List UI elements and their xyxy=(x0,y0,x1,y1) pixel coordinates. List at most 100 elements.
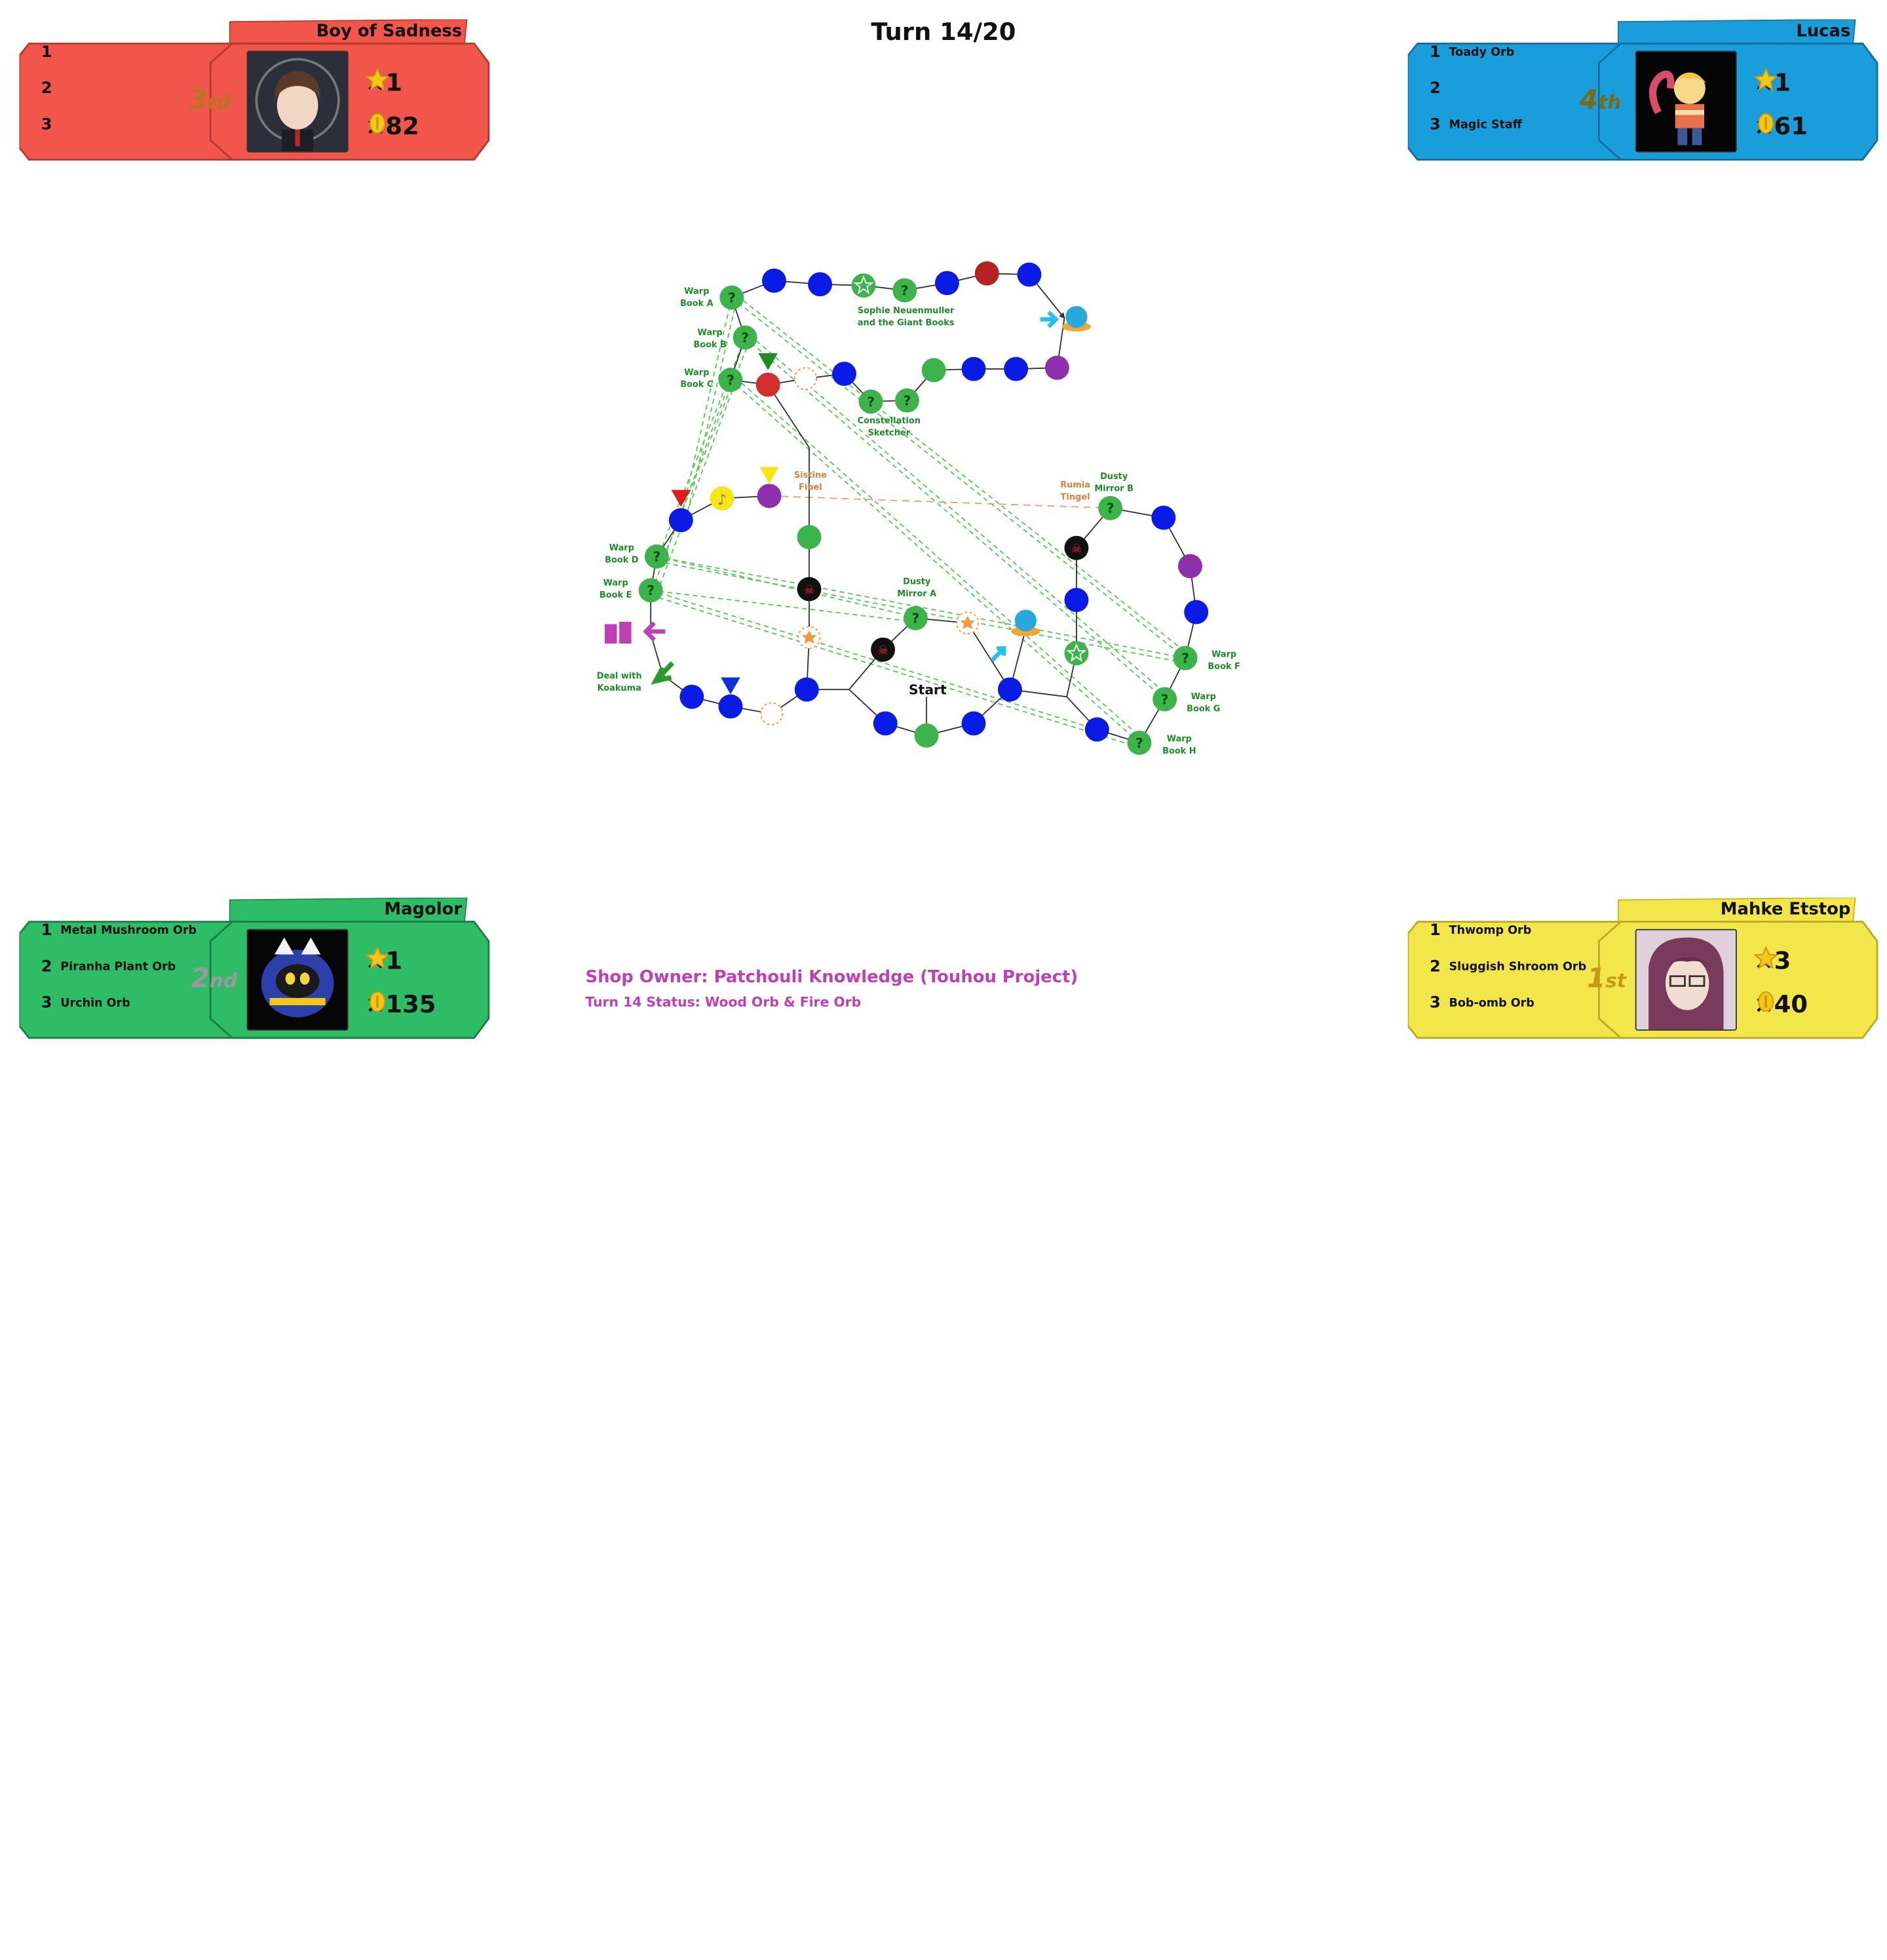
svg-text:?: ? xyxy=(727,372,734,388)
svg-text:Book D: Book D xyxy=(605,555,639,565)
svg-text:Warp: Warp xyxy=(684,368,709,377)
svg-text:?: ? xyxy=(904,393,911,408)
star-spaces xyxy=(851,273,1089,666)
game-board: ??? ??? ??? ??? ? ☠ ☠ ☠ xyxy=(597,261,1240,756)
avatar xyxy=(246,929,349,1031)
player-name: Mahke Etstop xyxy=(1720,900,1851,919)
svg-text:☠: ☠ xyxy=(804,583,815,597)
svg-text:Warp: Warp xyxy=(698,328,723,337)
coin-count: ×61 xyxy=(1753,111,1808,141)
item-list: 1 2 3 xyxy=(41,34,223,143)
start-label: Start xyxy=(909,682,947,698)
avatar-magolor-icon xyxy=(248,930,347,1029)
svg-text:Rumia: Rumia xyxy=(1060,480,1090,490)
purple-spaces xyxy=(757,355,1202,579)
svg-text:and the Giant Books: and the Giant Books xyxy=(858,318,955,328)
svg-text:?: ? xyxy=(653,549,660,565)
player-panel-boy-of-sadness: Boy of Sadness 1 2 3 3rd ×1 ×82 xyxy=(19,19,490,177)
warp-connections xyxy=(650,294,1191,748)
svg-text:Sophie Neuenmuller: Sophie Neuenmuller xyxy=(858,306,955,316)
svg-text:Warp: Warp xyxy=(1211,649,1236,659)
svg-text:Deal with: Deal with xyxy=(597,672,642,682)
mahke-marker-icon xyxy=(759,467,779,484)
rank-badge: 4th xyxy=(1579,86,1622,117)
svg-text:Fibel: Fibel xyxy=(799,483,822,493)
lucas-marker-icon xyxy=(721,677,740,695)
player-name: Magolor xyxy=(384,900,463,919)
svg-text:?: ? xyxy=(741,330,749,345)
svg-text:Book E: Book E xyxy=(600,590,632,600)
svg-text:?: ? xyxy=(1107,501,1115,516)
coin-count: ×40 xyxy=(1753,990,1808,1019)
green-question-spaces: ??? ??? ??? ??? ? xyxy=(638,278,1198,755)
red-space xyxy=(755,372,780,397)
avatar xyxy=(1635,929,1737,1031)
star-count: ×3 xyxy=(1753,946,1791,975)
svg-text:Warp: Warp xyxy=(609,543,634,553)
svg-text:♪: ♪ xyxy=(717,491,727,509)
svg-text:Warp: Warp xyxy=(1167,735,1192,744)
svg-text:Book H: Book H xyxy=(1162,746,1196,756)
svg-text:Mirror B: Mirror B xyxy=(1094,484,1134,493)
svg-text:Dusty: Dusty xyxy=(903,577,931,587)
coin-count: ×82 xyxy=(365,111,419,141)
svg-text:Warp: Warp xyxy=(603,578,628,588)
turn-counter: Turn 14/20 xyxy=(871,16,1016,47)
star-count: ×1 xyxy=(1753,67,1791,97)
music-space xyxy=(710,486,734,511)
svg-text:?: ? xyxy=(1181,651,1189,666)
avatar xyxy=(1635,50,1737,153)
svg-text:Sistine: Sistine xyxy=(794,471,827,480)
svg-text:☠: ☠ xyxy=(877,644,888,658)
teleport-link xyxy=(769,495,1111,509)
svg-text:☠: ☠ xyxy=(1071,543,1082,556)
svg-text:?: ? xyxy=(901,282,909,298)
star-icon xyxy=(1753,67,1778,91)
svg-text:?: ? xyxy=(728,290,736,306)
svg-text:Constellation: Constellation xyxy=(858,416,921,426)
turn-status-text: Turn 14 Status: Wood Orb & Fire Orb xyxy=(585,994,862,1010)
shop-owner-text: Shop Owner: Patchouli Knowledge (Touhou … xyxy=(585,967,1078,988)
svg-text:Book B: Book B xyxy=(693,340,726,350)
player-name: Boy of Sadness xyxy=(316,22,463,41)
star-count: ×1 xyxy=(365,67,403,97)
player-name: Lucas xyxy=(1796,22,1851,41)
coin-icon xyxy=(369,991,385,1012)
coin-icon xyxy=(1758,991,1774,1012)
svg-text:Mirror A: Mirror A xyxy=(897,589,936,599)
boy-marker-icon xyxy=(671,490,691,507)
magolor-marker-icon xyxy=(758,353,778,370)
star-icon xyxy=(1753,946,1778,969)
svg-text:Warp: Warp xyxy=(1191,692,1216,702)
svg-text:Book G: Book G xyxy=(1187,704,1220,714)
item-slot-2: 2 xyxy=(41,79,52,98)
arrow-down-left-icon xyxy=(651,661,675,685)
rank-badge: 1st xyxy=(1586,964,1626,995)
gift-icon xyxy=(605,621,666,644)
blue-spaces xyxy=(668,262,1209,742)
avatar xyxy=(246,50,349,153)
avatar-lucas-icon xyxy=(1636,52,1736,151)
svg-text:Koakuma: Koakuma xyxy=(598,683,641,693)
coin-count: ×135 xyxy=(365,990,436,1019)
svg-text:?: ? xyxy=(1135,735,1143,751)
coin-icon xyxy=(369,113,385,134)
svg-text:Tingel: Tingel xyxy=(1061,492,1090,502)
coin-icon xyxy=(1758,113,1774,134)
